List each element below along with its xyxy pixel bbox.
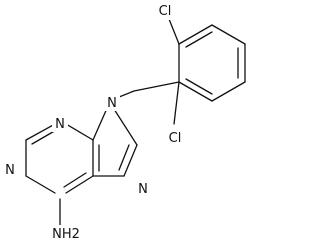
label-background [135,181,151,197]
label-background [163,128,187,146]
aromatic-inner-bond [185,78,213,95]
label-background [52,116,68,132]
imidazole-bond [123,144,138,177]
pyrimidine-bond [65,123,94,141]
label-background [2,162,18,178]
amine-label: NH2 [52,227,80,242]
pyrimidine-bond [25,175,56,194]
bond-layer [25,18,246,226]
ring-to-ch2-bond [133,81,180,92]
chlorine-top-label: Cl [159,4,172,19]
c-cl-bond [173,81,180,125]
aromatic-inner-bond [185,31,213,48]
label-background [104,94,120,111]
chlorine-bottom-label: Cl [169,131,182,146]
imidazole-bond [113,108,138,146]
atom-label-layer: Cl Cl N N N N NH2 [2,2,187,242]
imidazole-bond [92,105,109,141]
pyrimidine-bond [65,175,94,194]
chemical-structure: Cl Cl N N N N NH2 [2,2,246,242]
nitrogen-1-label: N [5,163,15,178]
nitrogen-7-label: N [138,182,148,197]
nitrogen-9-label: N [107,96,117,111]
label-background [48,225,86,242]
aromatic-inner-bond [118,144,130,171]
c-cl-bond [168,18,180,45]
ring-bond [211,81,246,102]
nitrogen-3-label: N [55,117,65,132]
ring-bond [178,81,213,102]
label-background [153,2,177,20]
pyrimidine-bond [25,123,56,141]
ring-bond [211,24,246,45]
ring-bond [178,24,213,45]
aromatic-inner-bond [63,172,87,188]
